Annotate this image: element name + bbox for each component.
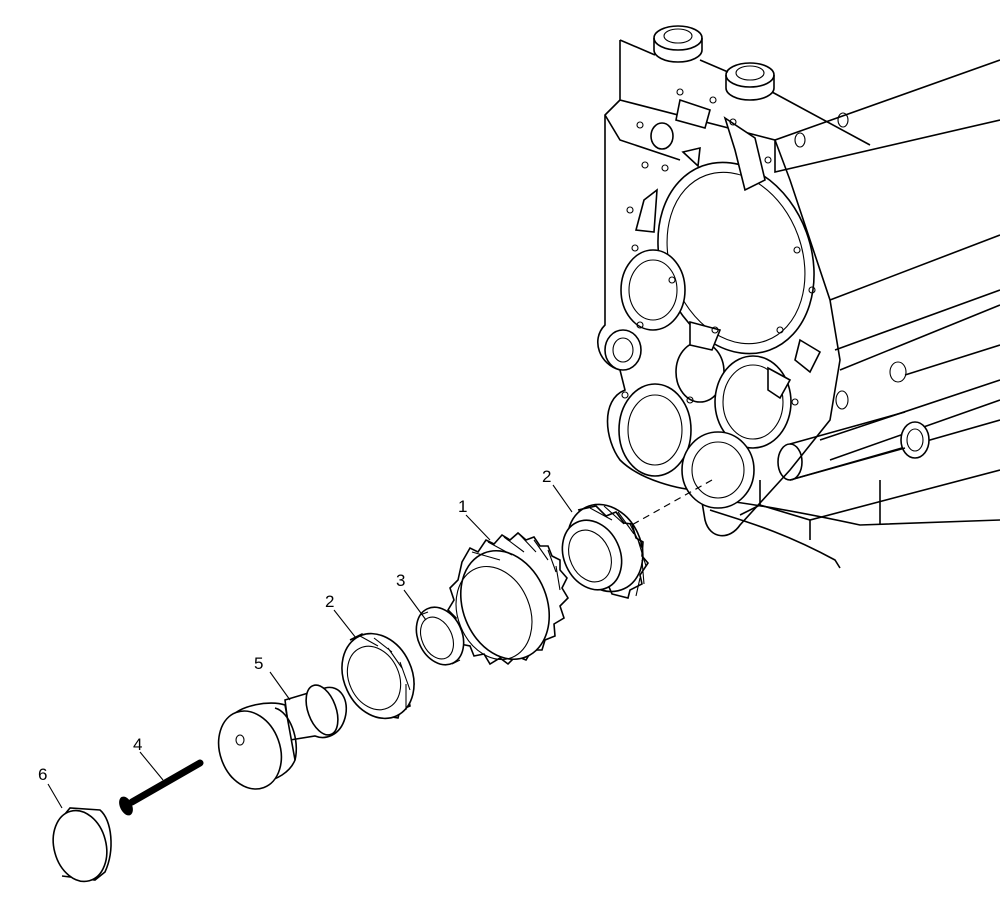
callout-4: 4 <box>133 735 142 754</box>
tapered-roller-bearing-lower <box>341 632 415 720</box>
callout-5: 5 <box>254 654 263 673</box>
plug-cap <box>52 807 112 883</box>
callout-6: 6 <box>38 765 47 784</box>
helical-gear <box>446 531 570 666</box>
callout-3: 3 <box>396 571 405 590</box>
idler-shaft <box>217 684 347 790</box>
engine-block-housing <box>596 25 1000 569</box>
retaining-bolt <box>119 759 204 816</box>
callout-1: 1 <box>458 497 467 516</box>
callout-2-upper: 2 <box>542 467 551 486</box>
callout-2-lower: 2 <box>325 592 334 611</box>
tapered-roller-bearing-upper <box>561 503 650 599</box>
spacer-ring <box>415 606 465 666</box>
leader-lines <box>47 484 573 809</box>
